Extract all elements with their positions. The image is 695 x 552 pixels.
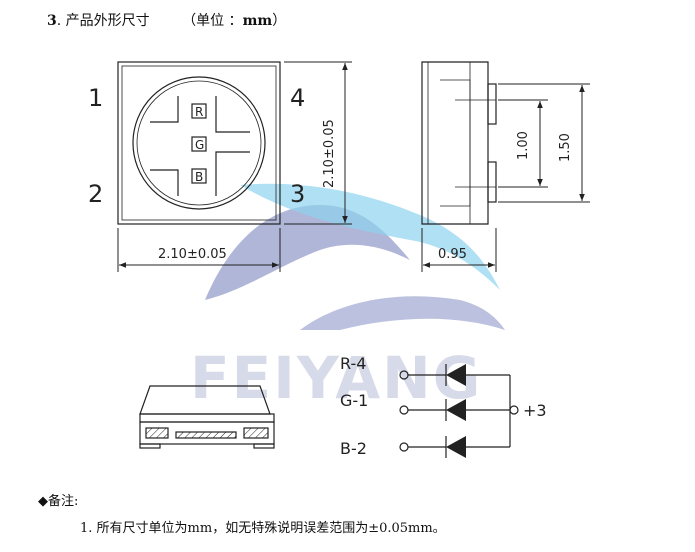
unit-close: ） [272, 13, 287, 29]
section-pad-right [243, 427, 269, 439]
terminal-b2 [399, 442, 409, 452]
watermark-text: FEIYANG [190, 344, 482, 412]
lead-frame-bottom-right [215, 151, 250, 196]
width-dimension-label: 2.10±0.05 [158, 247, 227, 262]
section-title: 产品外形尺寸 [65, 13, 150, 29]
circuit-common-label: +3 [523, 401, 547, 420]
diode-g-icon [446, 399, 466, 421]
diode-b-icon [446, 436, 466, 458]
circuit-g-label: G-1 [340, 391, 368, 410]
unit-value: mm [242, 13, 273, 29]
chip-g-box [191, 136, 207, 152]
chip-g-label: G [195, 138, 204, 152]
package-inner-outline [121, 65, 277, 221]
pad-inner-label: 1.00 [516, 131, 531, 160]
section-number-dot: . [56, 13, 62, 29]
notes-title: ◆备注: [38, 494, 79, 509]
height-dimension-label: 2.10±0.05 [322, 119, 337, 188]
lens-inner-circle [136, 80, 262, 206]
terminal-common [509, 405, 519, 415]
depth-dimension-label: 0.95 [438, 247, 467, 262]
lead-frame-bottom-left [150, 169, 179, 196]
cross-section-view [139, 385, 275, 449]
pin-2-label: 2 [88, 180, 103, 208]
section-base [139, 413, 275, 423]
chip-r-label: R [195, 105, 203, 119]
circuit-b-label: B-2 [340, 439, 367, 458]
lead-frame-top-right [215, 96, 250, 133]
package-outline [117, 61, 281, 225]
unit-label: （单位 ： [182, 13, 243, 29]
section-number: 3 [47, 13, 57, 29]
pin-3-label: 3 [290, 180, 305, 208]
circuit-diagram [399, 364, 519, 458]
height-dimension [284, 61, 352, 225]
pad-dimensions [498, 83, 590, 203]
watermark-logo: FEIYANG [190, 183, 505, 412]
pin-4-label: 4 [290, 84, 305, 112]
note-item-1: 1. 所有尺寸单位为mm，如无特殊说明误差范围为±0.05mm。 [80, 521, 446, 536]
watermark-swoosh-blue-2 [300, 296, 505, 330]
side-pad-top [487, 83, 497, 125]
pin-1-label: 1 [88, 84, 103, 112]
section-heading: 3. 产品外形尺寸 （单位 ：mm） [47, 10, 286, 30]
side-view [421, 61, 497, 225]
side-body-outline [421, 61, 489, 225]
section-foot-right [253, 443, 275, 449]
chip-r-box [191, 103, 207, 119]
side-pad-bottom [487, 161, 497, 203]
section-pad-left [145, 427, 169, 439]
section-body [139, 421, 275, 445]
depth-dimension [421, 228, 497, 272]
circuit-r-label: R-4 [340, 354, 366, 373]
pad-outer-label: 1.50 [558, 133, 573, 162]
top-view [117, 61, 281, 225]
chip-b-label: B [195, 170, 203, 184]
lead-frame-top-left [150, 96, 179, 123]
section-foot-left [139, 443, 161, 449]
lens-circle [132, 76, 266, 210]
width-dimension [117, 228, 281, 272]
section-pad-middle [175, 431, 237, 439]
watermark-swoosh-cyan [240, 183, 500, 290]
chip-b-box [191, 168, 207, 184]
diode-r-icon [446, 364, 466, 386]
